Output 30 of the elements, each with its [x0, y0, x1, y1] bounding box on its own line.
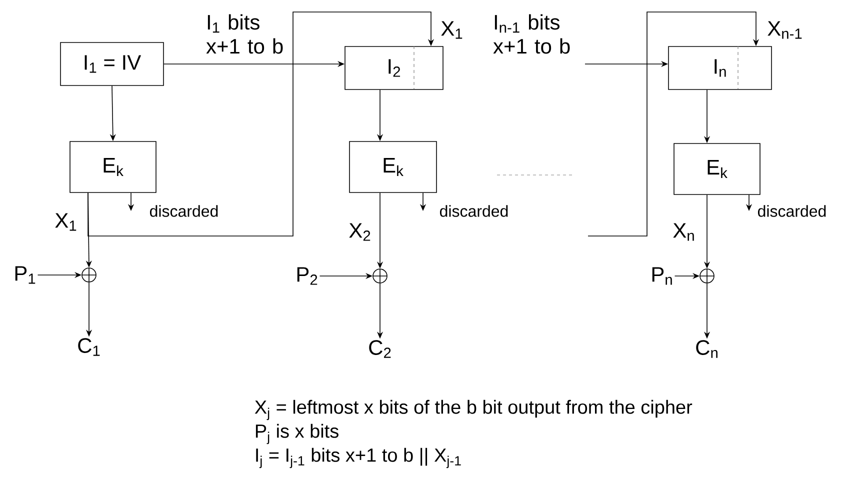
- arrow: [88, 12, 434, 236]
- cipher-box: I$_{1}$ = IV: [60, 42, 164, 86]
- variable-label: P$_{n}$: [652, 267, 672, 285]
- output-label: discarded: [440, 205, 508, 217]
- edge-label: X$_{1}$: [55, 213, 76, 231]
- register-box: I$_{2}$: [344, 46, 444, 90]
- edge-label: X$_{n-1}$: [768, 21, 802, 39]
- variable-label: P$_{2}$: [297, 267, 318, 285]
- cipher-box: E$_{k}$: [674, 143, 760, 195]
- cipher-box: E$_{k}$: [349, 141, 437, 193]
- variable-label: C$_{n}$: [696, 340, 718, 358]
- edge-label: I$_{1}$ bits x+1 to b: [206, 14, 283, 54]
- variable-label: C$_{1}$: [78, 338, 100, 356]
- note-text: P$_{j}$ is x bits: [256, 424, 338, 444]
- xor-symbol: [372, 268, 388, 284]
- variable-label: C$_{2}$: [369, 340, 391, 358]
- variable-label: P$_{1}$: [15, 266, 36, 284]
- note-text: I$_{j}$ = I$_{j-1}$ bits x+1 to b || X$_{j-1}$: [256, 448, 461, 468]
- output-label: discarded: [758, 205, 826, 217]
- edge-label: X$_{n}$: [673, 223, 694, 241]
- arrow: [588, 12, 760, 236]
- edge-label: I$_{n-1}$ bits x+1 to b: [493, 14, 570, 54]
- output-label: discarded: [150, 205, 218, 217]
- xor-symbol: [82, 268, 96, 282]
- xor-symbol: [700, 268, 714, 284]
- edge-label: X$_{2}$: [349, 223, 370, 241]
- register-box: I$_{n}$: [668, 46, 772, 90]
- note-text: X$_{j}$ = leftmost x bits of the b bit output from the cipher: [254, 400, 692, 420]
- edge-label: X$_{1}$: [441, 21, 462, 39]
- cipher-box: E$_{k}$: [70, 141, 156, 193]
